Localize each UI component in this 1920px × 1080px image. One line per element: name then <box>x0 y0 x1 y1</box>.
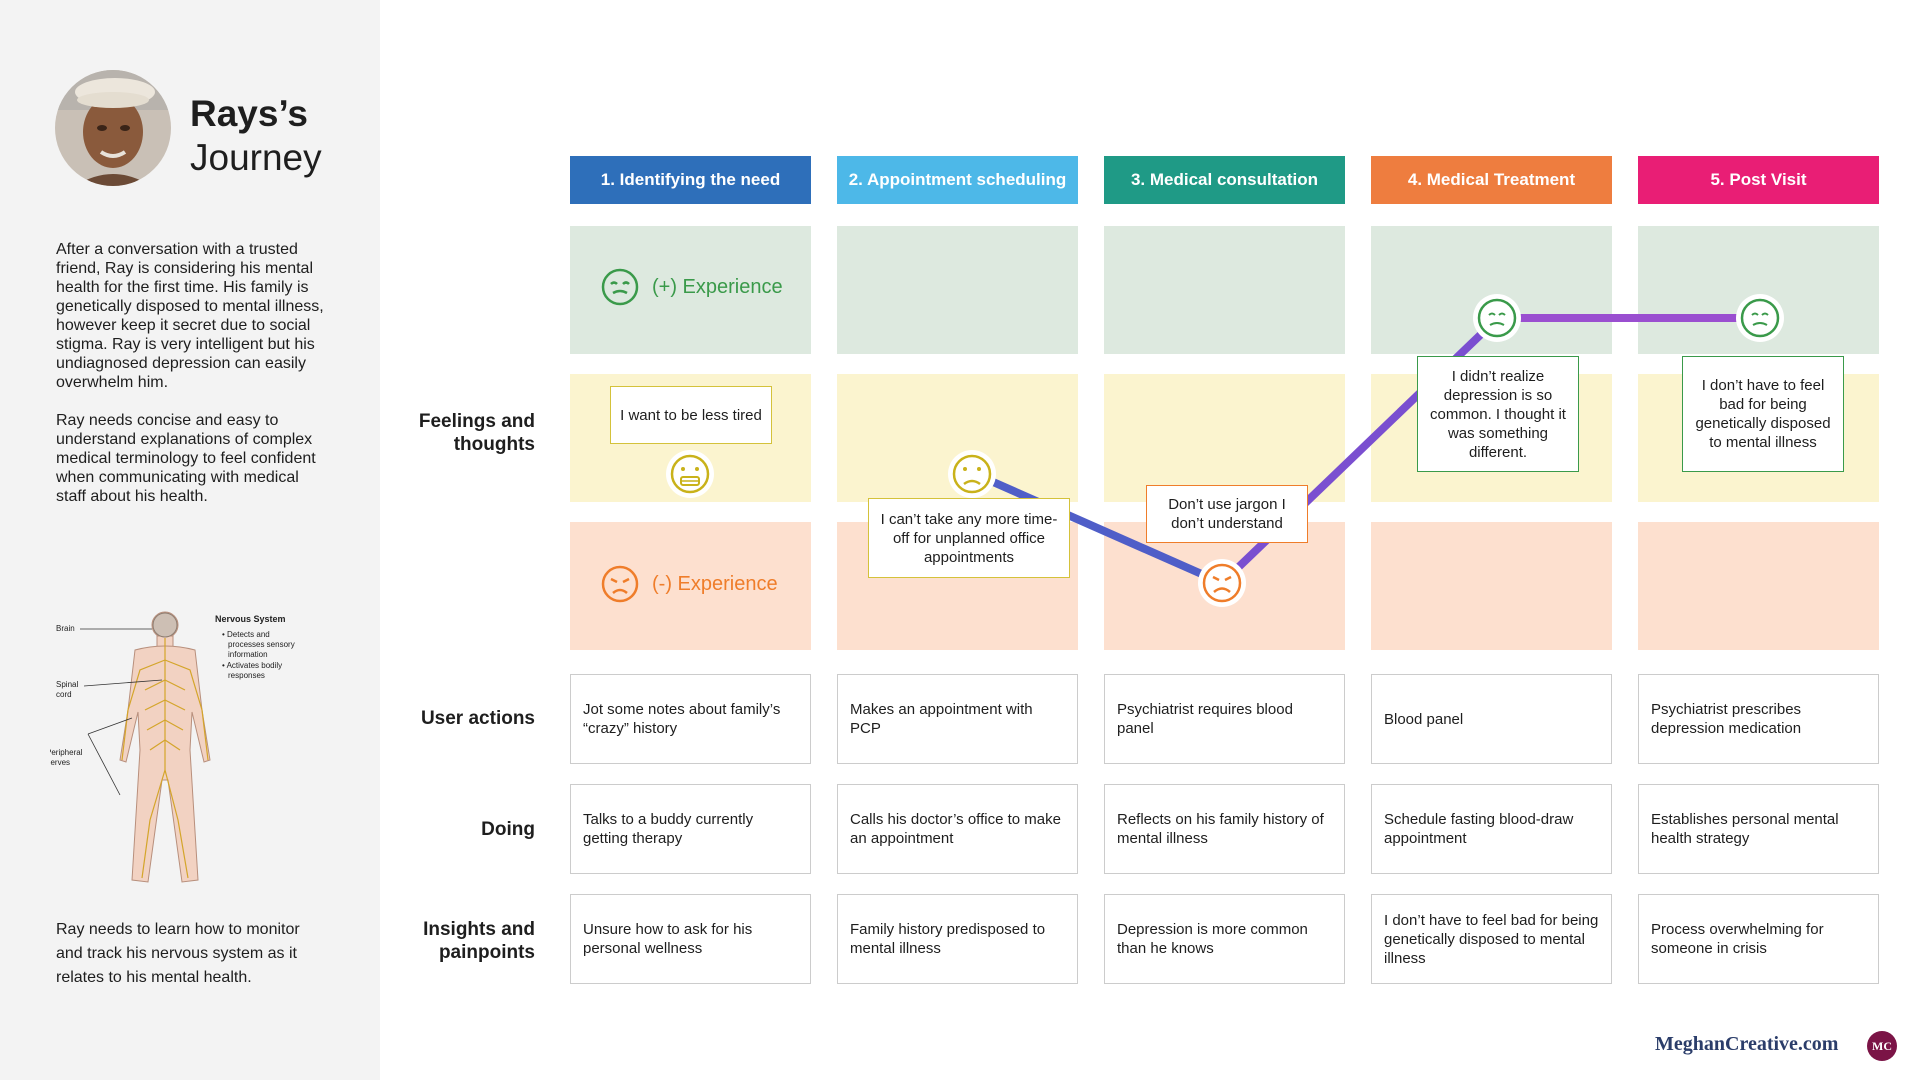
thought-note-4: I didn’t realize depression is so common… <box>1417 356 1579 472</box>
stage-header-3: 3. Medical consultation <box>1104 156 1345 204</box>
row-label-insights-line2: painpoints <box>438 942 535 963</box>
sad-face-node-icon <box>1198 559 1246 607</box>
insight-card-5: Process overwhelming for someone in cris… <box>1638 894 1879 984</box>
positive-legend: (+) Experience <box>600 267 783 307</box>
row-label-doing: Doing <box>481 819 535 840</box>
doing-card-3: Reflects on his family history of mental… <box>1104 784 1345 874</box>
persona-avatar <box>55 70 171 186</box>
negative-legend: (-) Experience <box>600 564 778 604</box>
negative-band-5 <box>1638 522 1879 650</box>
nervous-system-illustration: Brain Spinal cord Peripheral nerves Nerv… <box>50 611 295 883</box>
insight-card-2: Family history predisposed to mental ill… <box>837 894 1078 984</box>
sad-face-icon <box>601 565 639 603</box>
insight-card-3: Depression is more common than he knows <box>1104 894 1345 984</box>
negative-band-1 <box>570 522 811 650</box>
positive-band-1 <box>570 226 811 354</box>
intro-paragraph-1: After a conversation with a trusted frie… <box>56 241 324 391</box>
doing-card-2: Calls his doctor’s office to make an app… <box>837 784 1078 874</box>
anatomy-heading: Nervous System <box>215 614 286 624</box>
stage-header-4: 4. Medical Treatment <box>1371 156 1612 204</box>
user-action-card-4: Blood panel <box>1371 674 1612 764</box>
anatomy-bullet1-line2: processes sensory <box>228 640 295 649</box>
anatomy-bullet2-line2: responses <box>228 671 265 680</box>
monitor-text: Ray needs to learn how to monitor and tr… <box>56 921 300 986</box>
journey-title: Rays’s Journey <box>190 92 322 180</box>
row-label-insights-line1: Insights and <box>423 919 535 940</box>
relieved-face-node-icon-5 <box>1736 294 1784 342</box>
user-action-card-3: Psychiatrist requires blood panel <box>1104 674 1345 764</box>
thought-note-1: I want to be less tired <box>610 386 772 444</box>
positive-band-2 <box>837 226 1078 354</box>
stage-header-5: 5. Post Visit <box>1638 156 1879 204</box>
intro-paragraph-2: Ray needs concise and easy to understand… <box>56 412 316 505</box>
doing-card-1: Talks to a buddy currently getting thera… <box>570 784 811 874</box>
user-action-card-5: Psychiatrist prescribes depression medic… <box>1638 674 1879 764</box>
negative-legend-label: (-) Experience <box>652 572 778 595</box>
relieved-face-node-icon-4 <box>1473 294 1521 342</box>
label-peripheral-line2: nerves <box>50 758 70 767</box>
stage-header-1: 1. Identifying the need <box>570 156 811 204</box>
user-action-card-2: Makes an appointment with PCP <box>837 674 1078 764</box>
positive-band-3 <box>1104 226 1345 354</box>
relieved-face-icon <box>601 268 639 306</box>
doing-card-4: Schedule fasting blood-draw appointment <box>1371 784 1612 874</box>
row-label-actions: User actions <box>420 708 535 729</box>
persona-name: Rays’s <box>190 93 308 134</box>
label-brain: Brain <box>56 624 75 633</box>
emotion-segment-2 <box>973 470 1224 587</box>
persona-sidebar: Rays’s Journey After a conversation with… <box>0 0 380 1080</box>
grimace-face-icon <box>666 450 714 498</box>
stage-header-2: 2. Appointment scheduling <box>837 156 1078 204</box>
anatomy-bullet2-line1: • Activates bodily <box>222 661 282 670</box>
neutral-band-3 <box>1104 374 1345 502</box>
anatomy-bullet1-line1: • Detects and <box>222 630 270 639</box>
insight-card-4: I don’t have to feel bad for being genet… <box>1371 894 1612 984</box>
label-spinal-line2: cord <box>56 690 72 699</box>
brand-logo: MC <box>1867 1031 1897 1061</box>
user-action-card-1: Jot some notes about family’s “crazy” hi… <box>570 674 811 764</box>
doing-card-5: Establishes personal mental health strat… <box>1638 784 1879 874</box>
row-label-insights: Insights and painpoints <box>423 918 535 964</box>
thought-note-5: I don’t have to feel bad for being genet… <box>1682 356 1844 472</box>
row-label-feelings-line2: thoughts <box>453 434 535 455</box>
thought-note-3: Don’t use jargon I don’t understand <box>1146 485 1308 543</box>
label-peripheral-line1: Peripheral <box>50 748 83 757</box>
persona-intro: After a conversation with a trusted frie… <box>56 240 326 525</box>
journey-word: Journey <box>190 137 322 178</box>
negative-band-4 <box>1371 522 1612 650</box>
brand-name[interactable]: MeghanCreative.com <box>1655 1033 1839 1055</box>
positive-legend-label: (+) Experience <box>652 275 783 298</box>
frown-face-icon <box>948 450 996 498</box>
insight-card-1: Unsure how to ask for his personal welln… <box>570 894 811 984</box>
anatomy-bullet1-line3: information <box>228 650 268 659</box>
thought-note-2: I can’t take any more time-off for unpla… <box>868 498 1070 578</box>
label-spinal-line1: Spinal <box>56 680 78 689</box>
row-label-feelings-line1: Feelings and <box>418 411 535 432</box>
row-label-feelings: Feelings and thoughts <box>419 410 535 456</box>
